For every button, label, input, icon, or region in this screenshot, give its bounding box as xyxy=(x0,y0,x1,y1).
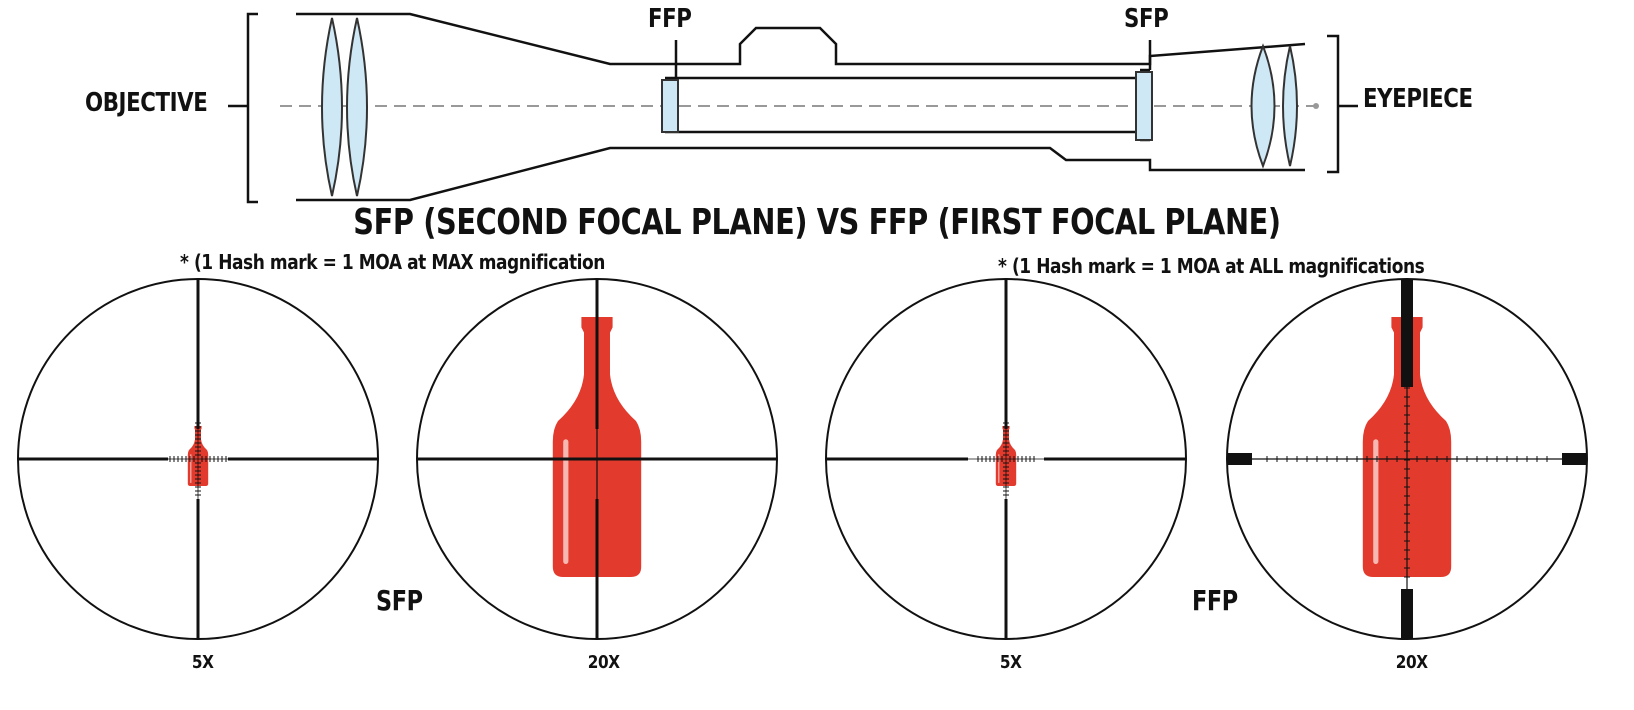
scope-2-magnification: 20X xyxy=(587,652,620,673)
reticle-2-ring xyxy=(416,278,778,640)
reticle-3 xyxy=(825,278,1187,640)
eyepiece-label: EYEPIECE xyxy=(1363,84,1473,114)
scope-1-magnification: 5X xyxy=(191,652,214,673)
objective-lenses xyxy=(321,17,368,197)
ffp-note: * (1 Hash mark = 1 MOA at ALL magnificat… xyxy=(998,254,1425,278)
sfp-note: * (1 Hash mark = 1 MOA at MAX magnificat… xyxy=(180,250,605,274)
ffp-marker-label: FFP xyxy=(648,4,692,34)
sfp-type-label: SFP xyxy=(376,584,423,617)
sfp-reticle-plate xyxy=(1135,71,1153,141)
axis-end-dot xyxy=(1313,103,1319,109)
reticle-1-ring xyxy=(17,278,379,640)
reticle-2 xyxy=(416,278,778,640)
sfp-marker-label: SFP xyxy=(1124,4,1169,34)
scope-body xyxy=(228,12,1358,204)
reticle-4 xyxy=(1226,278,1588,640)
ffp-reticle-plate xyxy=(661,79,679,133)
reticle-1-content xyxy=(18,279,378,639)
ffp-type-label: FFP xyxy=(1192,584,1238,617)
reticle-4-content xyxy=(1227,279,1587,639)
reticle-group xyxy=(17,278,1588,640)
eyepiece-lenses xyxy=(1250,43,1298,169)
reticle-3-ring xyxy=(825,278,1187,640)
tube-bottom-line xyxy=(296,146,1305,202)
page-title: SFP (SECOND FOCAL PLANE) VS FFP (FIRST F… xyxy=(353,202,1281,243)
reticle-4-ring xyxy=(1226,278,1588,640)
objective-label: OBJECTIVE xyxy=(85,88,208,118)
eyepiece-bracket xyxy=(1327,34,1340,174)
reticle-2-content xyxy=(417,279,777,639)
reticle-1 xyxy=(17,278,379,640)
scope-4-magnification: 20X xyxy=(1395,652,1428,673)
reticle-3-content xyxy=(826,279,1186,639)
objective-bracket xyxy=(246,12,258,204)
scope-3-magnification: 5X xyxy=(999,652,1022,673)
